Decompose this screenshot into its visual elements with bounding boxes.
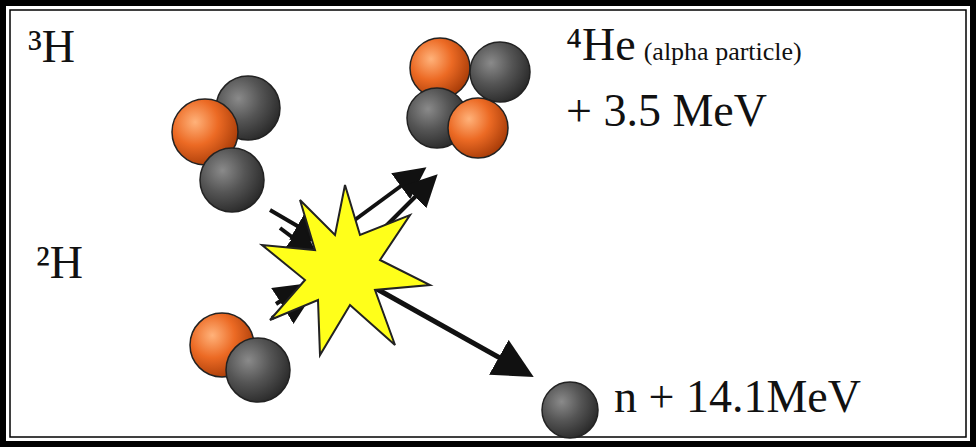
energy-label: + 3.5 MeV xyxy=(566,86,767,137)
isotope-label: ²H xyxy=(36,238,83,289)
energy-label: n + 14.1MeV xyxy=(614,372,861,423)
helium-nucleus xyxy=(407,38,530,158)
isotope-label: ⁴He xyxy=(566,20,636,71)
deuterium-nucleus xyxy=(190,313,290,402)
inner-frame xyxy=(10,10,966,437)
outer-frame xyxy=(3,3,973,444)
isotope-label: ³H xyxy=(28,22,75,73)
tritium-nucleus xyxy=(172,76,280,212)
fusion-flash xyxy=(262,185,430,355)
neutron xyxy=(542,382,598,438)
particle-note: (alpha particle) xyxy=(644,38,802,67)
